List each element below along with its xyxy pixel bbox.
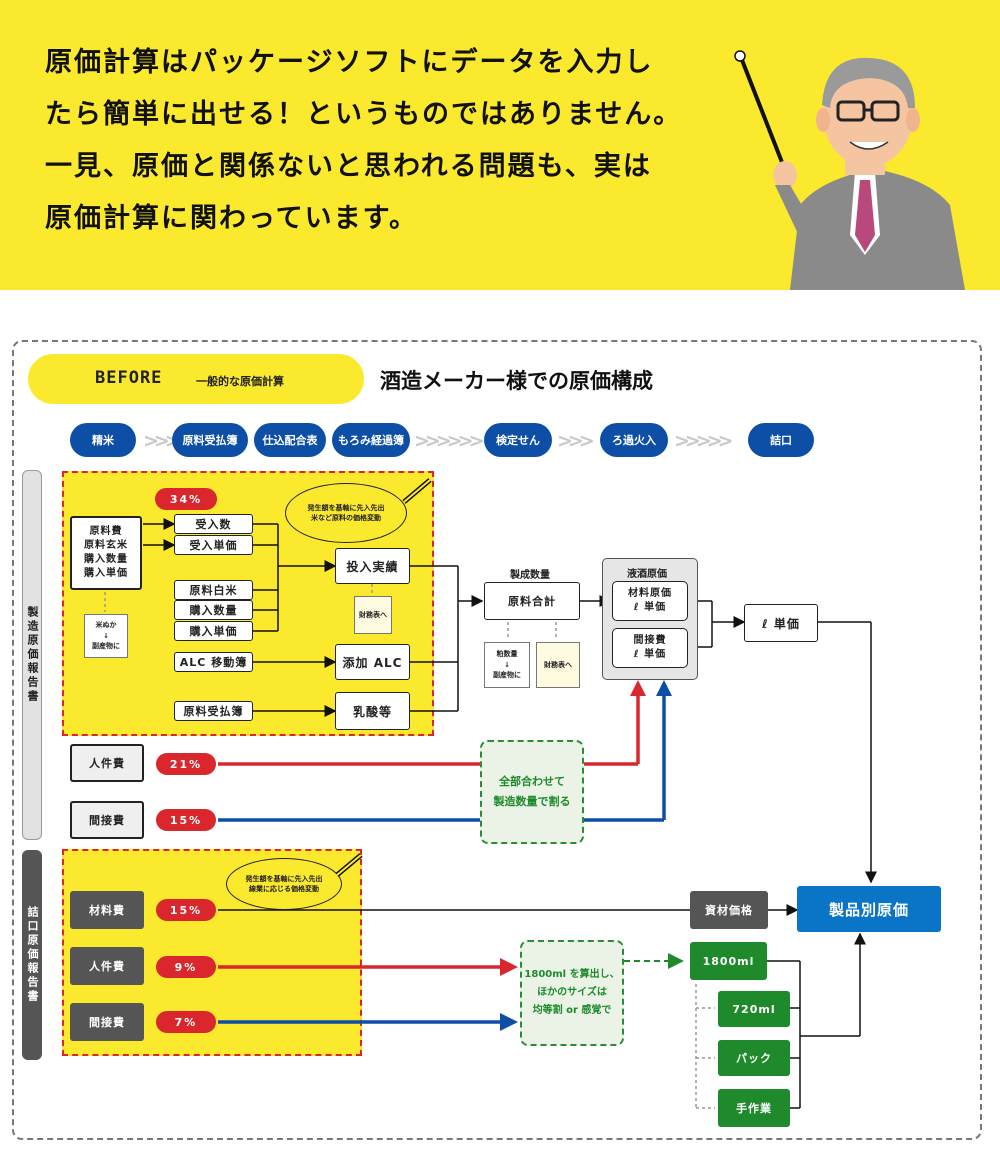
step-kentei: 検定せん (484, 423, 552, 457)
chevron-icon: >>>>>> (414, 430, 484, 452)
box-indirect-top: 間接費 (70, 801, 144, 839)
labor-pct-bottom: 9% (156, 956, 216, 978)
sidebar-tsumeguchi-label: 詰口原価報告書 (26, 906, 39, 1004)
step-seimai: 精米 (70, 423, 136, 457)
raw-pct-pill: 34% (155, 488, 217, 510)
box-alc-ido: ALC 移動簿 (174, 652, 253, 672)
diagram-frame (12, 340, 982, 1140)
box-tenka-alc: 添加 ALC (335, 644, 410, 680)
step-tsumeguchi: 詰口 (748, 423, 814, 457)
section-title: 酒造メーカー様での原価構成 (380, 369, 653, 393)
box-genryo-hakumai: 原料白米 (174, 580, 253, 600)
pencil-icon (402, 478, 432, 504)
box-shizai-kakaku: 資材価格 (690, 891, 768, 929)
box-labor-bottom: 人件費 (70, 947, 144, 985)
box-kansetsu-genka: 間接費 ℓ 単価 (612, 628, 688, 668)
byproduct-rice-bran: 米ぬか ↓ 副産物に (84, 614, 128, 658)
box-material-bottom: 材料費 (70, 891, 144, 929)
raw-material-box: 原料費 原料玄米 購入数量 購入単価 (70, 516, 142, 590)
indirect-pct-top: 15% (156, 809, 216, 831)
size-720ml: 720ml (718, 991, 790, 1027)
box-konyu-tanka: 購入単価 (174, 621, 253, 641)
before-label: BEFORE (95, 368, 163, 388)
chevron-icon: >>> (557, 430, 595, 452)
divide-by-volume-note: 全部合わせて 製造数量で割る (480, 740, 584, 844)
before-sublabel: 一般的な原価計算 (196, 375, 284, 388)
step-moromi: もろみ経過簿 (332, 423, 410, 457)
size-1800ml: 1800ml (690, 942, 767, 980)
step-roka: ろ過火入 (600, 423, 668, 457)
labor-pct-top: 21% (156, 753, 216, 775)
hero-line-2: たら簡単に出せる！というものではありません。 (45, 99, 683, 130)
box-ukeire-tanka: 受入単価 (174, 535, 253, 555)
box-zairyo-genka: 材料原価 ℓ 単価 (612, 581, 688, 621)
hero-line-1: 原価計算はパッケージソフトにデータを入力し (45, 47, 654, 78)
step-shikomi: 仕込配合表 (254, 423, 326, 457)
sidebar-seizo: 製造原価報告書 (22, 470, 42, 840)
box-l-tanka: ℓ 単価 (744, 604, 818, 642)
box-nyusan: 乳酸等 (335, 692, 410, 730)
label-ekishu-genka: 液酒原価 (627, 569, 667, 580)
sidebar-tsumeguchi: 詰口原価報告書 (22, 850, 42, 1060)
size-pack: パック (718, 1040, 790, 1076)
hero-line-4: 原価計算に関わっています。 (45, 203, 418, 234)
material-pct-bottom: 15% (156, 899, 216, 921)
label-seisei-suryo: 製成数量 (510, 570, 550, 581)
note-bubble-top: 発生額を基軸に先入先出 米など原料の価格変動 (285, 483, 407, 543)
step-genryo-ukeharai: 原料受払簿 (172, 423, 248, 457)
box-indirect-bottom: 間接費 (70, 1003, 144, 1041)
to-financial-1: 財務表へ (354, 596, 392, 634)
chevron-icon: >>>>> (674, 430, 734, 452)
box-genryo-gokei: 原料合計 (484, 582, 580, 620)
before-pill (28, 354, 364, 404)
note-bubble-bottom: 発生額を基軸に先入先出 線業に応じる価格変動 (226, 858, 342, 910)
chevron-icon: >>> (143, 430, 181, 452)
byproduct-kasu: 粕数量 ↓ 副産物に (484, 642, 530, 688)
box-labor-top: 人件費 (70, 744, 144, 782)
box-tonyu-jisseki: 投入実績 (335, 548, 410, 584)
presenter-illustration (734, 50, 965, 290)
sidebar-seizo-label: 製造原価報告書 (26, 606, 39, 704)
box-konyu-suryo: 購入数量 (174, 600, 253, 620)
size-allocation-note: 1800ml を算出し、 ほかのサイズは 均等割 or 感覚で (520, 940, 624, 1046)
size-tesagyo: 手作業 (718, 1089, 790, 1127)
hero-line-3: 一見、原価と関係ないと思われる問題も、実は (45, 151, 652, 182)
to-financial-2: 財務表へ (536, 642, 580, 688)
box-ukeire-su: 受入数 (174, 514, 253, 534)
product-cost-box: 製品別原価 (797, 886, 941, 932)
indirect-pct-bottom: 7% (156, 1011, 216, 1033)
pencil-icon (335, 853, 363, 877)
box-genryo-ukeharai: 原料受払簿 (174, 701, 253, 721)
